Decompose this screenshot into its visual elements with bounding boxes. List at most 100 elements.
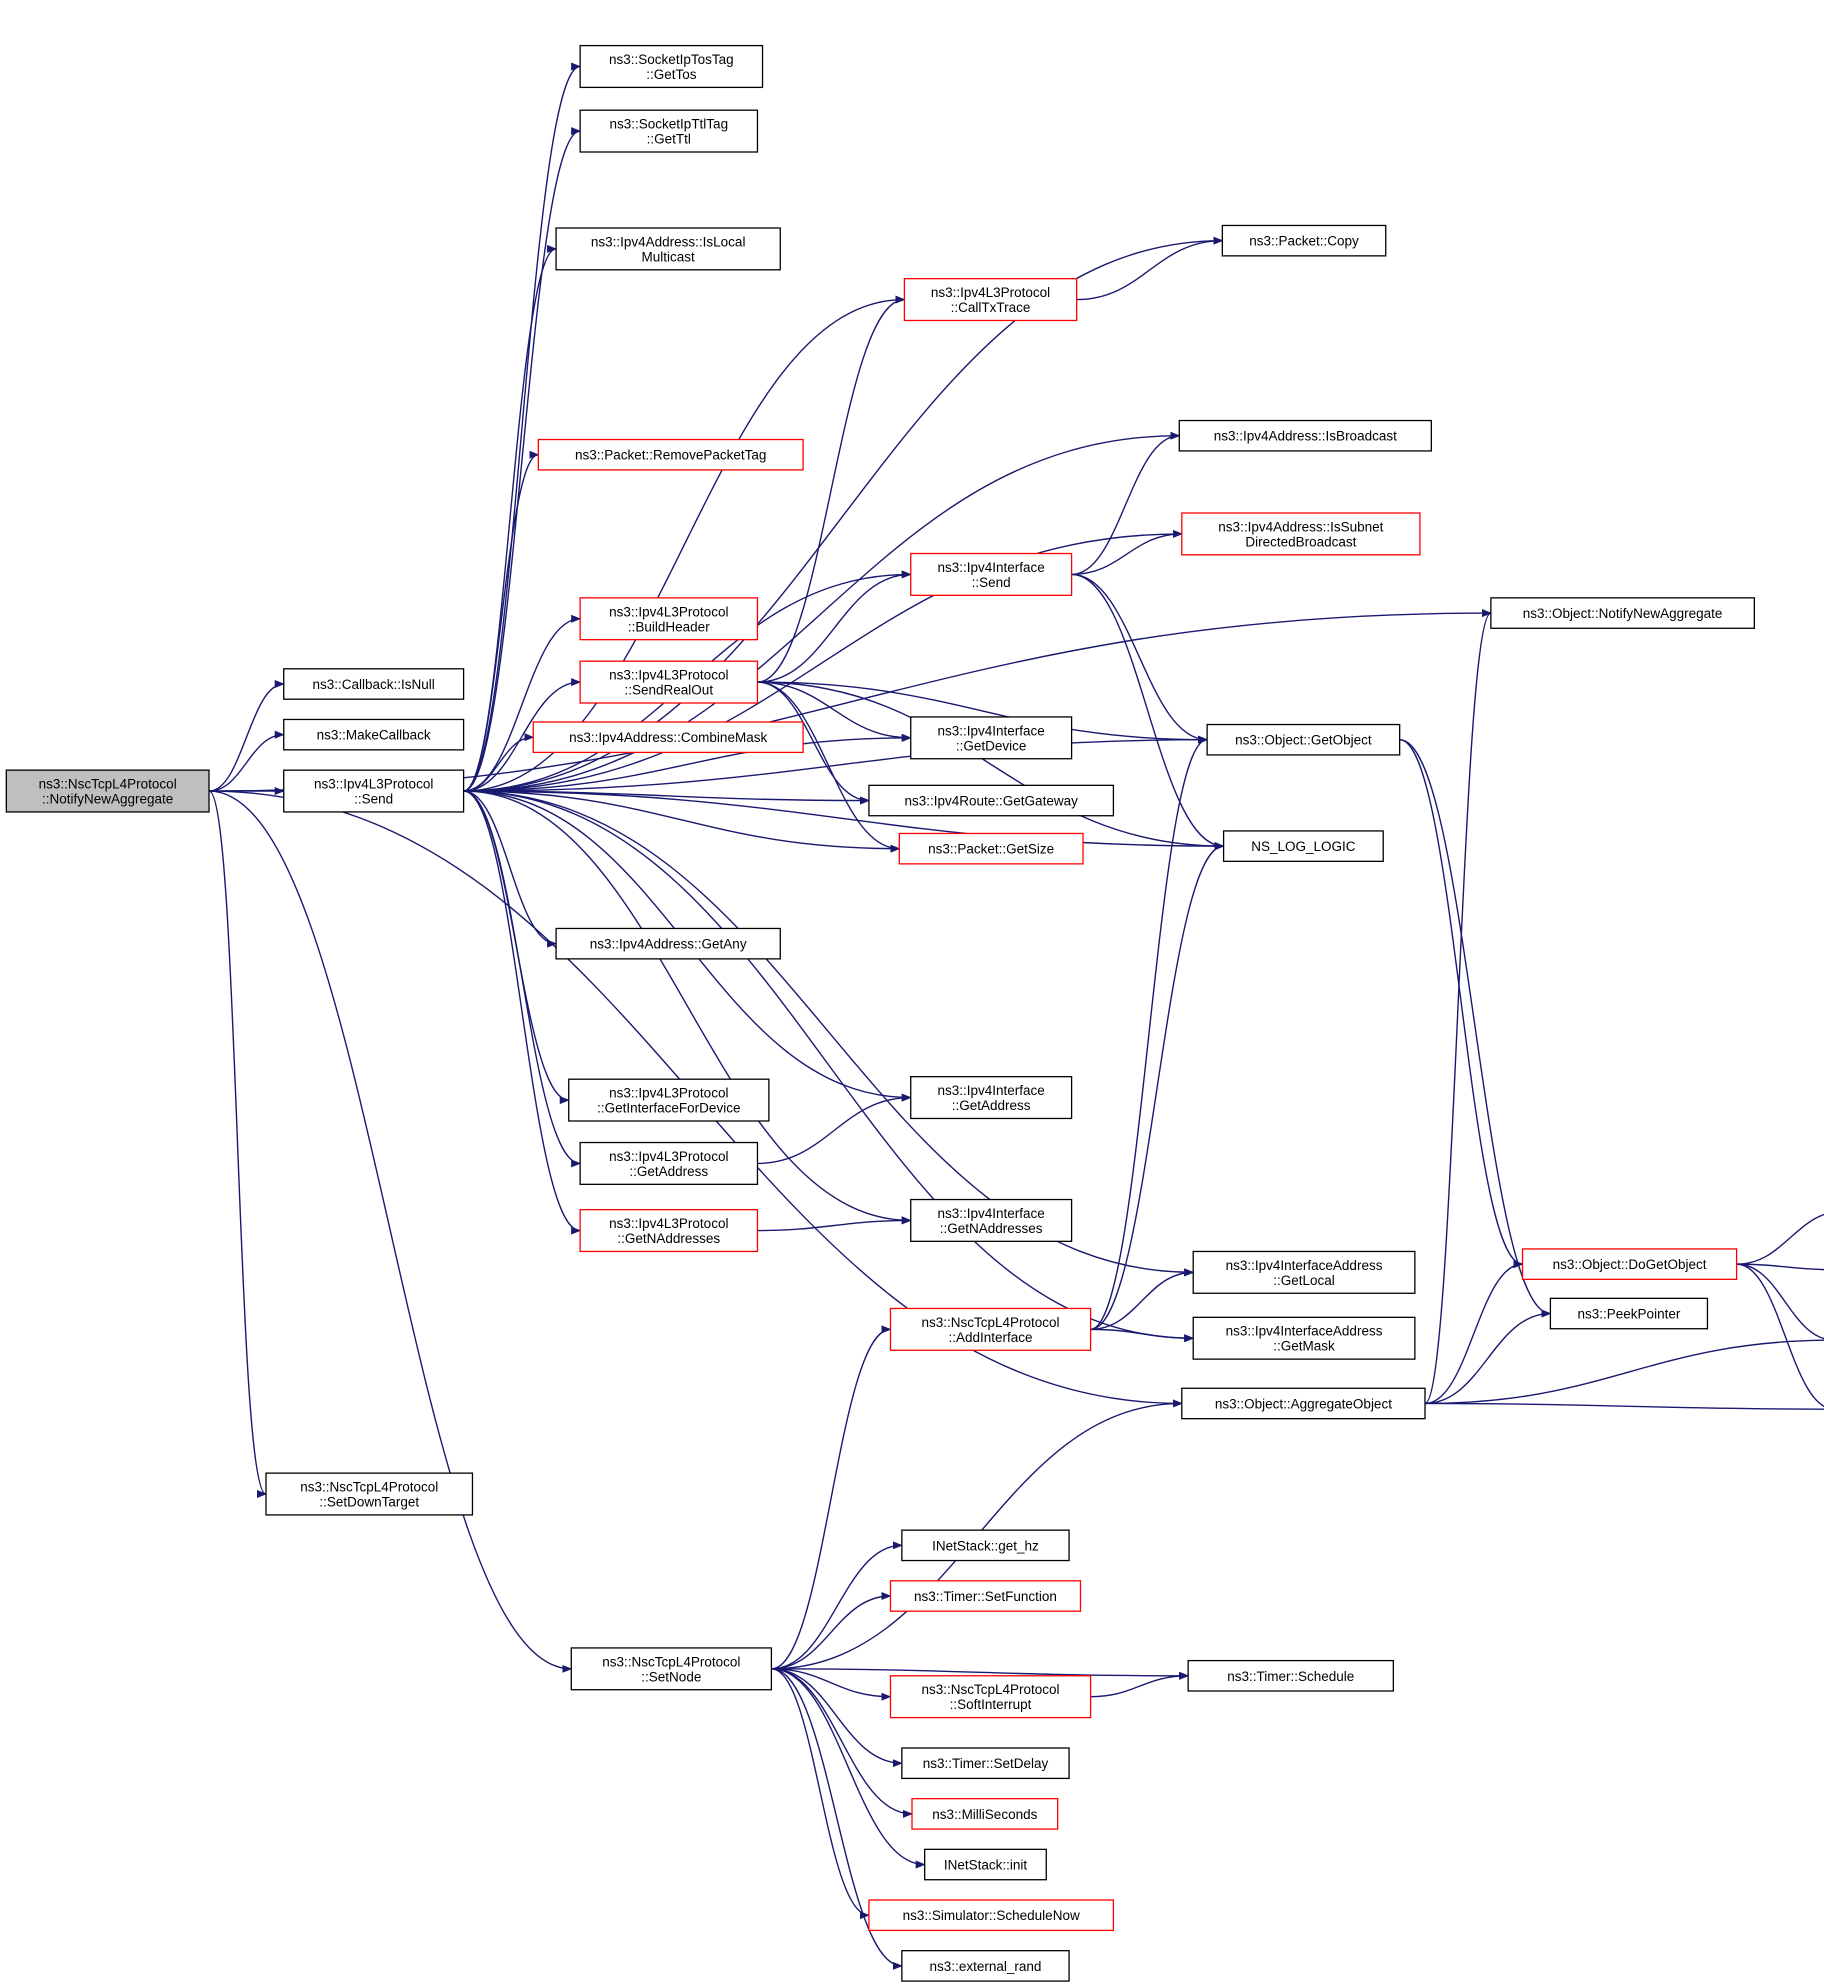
node-label: ns3::Ipv4Address::IsSubnet (1218, 519, 1383, 534)
node-objnotify[interactable]: ns3::Object::NotifyNewAggregate (1490, 597, 1755, 629)
node-label: ns3::Timer::SetDelay (923, 1756, 1049, 1771)
call-edge-l3send-to-getobj (463, 735, 1209, 792)
node-label: ::SendRealOut (625, 683, 714, 698)
node-getdevice[interactable]: ns3::Ipv4Interface::GetDevice (910, 716, 1073, 760)
node-label: ::GetAddress (952, 1098, 1031, 1113)
node-issubnet[interactable]: ns3::Ipv4Address::IsSubnetDirectedBroadc… (1181, 512, 1421, 556)
node-extrand[interactable]: ns3::external_rand (901, 1950, 1070, 1982)
node-isbcast[interactable]: ns3::Ipv4Address::IsBroadcast (1178, 419, 1432, 452)
node-l3getn[interactable]: ns3::Ipv4L3Protocol::GetNAddresses (579, 1209, 759, 1253)
node-setfunc[interactable]: ns3::Timer::SetFunction (889, 1580, 1082, 1612)
node-calltx[interactable]: ns3::Ipv4L3Protocol::CallTxTrace (903, 278, 1078, 322)
node-getifdev[interactable]: ns3::Ipv4L3Protocol::GetInterfaceForDevi… (568, 1078, 770, 1122)
node-label: ::SetNode (641, 1669, 701, 1684)
node-makecb[interactable]: ns3::MakeCallback (283, 718, 465, 751)
node-label: ::GetMask (1273, 1339, 1335, 1354)
node-l3send[interactable]: ns3::Ipv4L3Protocol::Send (283, 769, 465, 813)
node-label: ns3::Ipv4Route::GetGateway (904, 794, 1078, 809)
node-buildhdr[interactable]: ns3::Ipv4L3Protocol::BuildHeader (579, 597, 759, 641)
node-box (910, 1076, 1073, 1120)
function-nodes: ns3::NscTcpL4Protocol::NotifyNewAggregat… (5, 44, 1755, 1982)
node-label: ns3::external_rand (930, 1959, 1042, 1974)
node-ttltag[interactable]: ns3::SocketIpTtlTag::GetTtl (579, 109, 759, 153)
node-box (901, 1747, 1070, 1780)
node-label: ::GetInterfaceForDevice (597, 1101, 740, 1116)
node-box (579, 597, 759, 641)
node-schedule[interactable]: ns3::Timer::Schedule (1187, 1659, 1394, 1692)
node-label: ns3::NscTcpL4Protocol (921, 1315, 1059, 1330)
node-combmask[interactable]: ns3::Ipv4Address::CombineMask (532, 721, 804, 754)
node-addif[interactable]: ns3::NscTcpL4Protocol::AddInterface (889, 1307, 1092, 1351)
call-edge-l3send-to-combmask (463, 733, 535, 792)
call-edge-aggobj-to-dogetobj (1424, 1260, 1524, 1405)
call-edge-setnode-to-extrand (771, 1668, 903, 1970)
node-label: ::Send (972, 575, 1011, 590)
node-label: ns3::Ipv4Address::GetAny (590, 937, 747, 952)
node-label: ::SoftInterrupt (950, 1697, 1032, 1712)
call-edge-sendreal-to-getgw (757, 681, 870, 805)
node-box (283, 769, 465, 813)
node-label: ns3::MilliSeconds (932, 1807, 1037, 1822)
node-aggobj[interactable]: ns3::Object::AggregateObject (1181, 1387, 1426, 1420)
node-box (1221, 224, 1387, 257)
node-getobj[interactable]: ns3::Object::GetObject (1206, 723, 1401, 756)
call-edge-ifsend-to-isbcast (1071, 431, 1181, 576)
node-tostag[interactable]: ns3::SocketIpTosTag::GetTos (579, 44, 764, 89)
node-getsize[interactable]: ns3::Packet::GetSize (898, 832, 1084, 865)
node-root: ns3::NscTcpL4Protocol::NotifyNewAggregat… (5, 769, 210, 813)
call-edge-l3send-to-l3getn (463, 790, 582, 1235)
node-box (1181, 512, 1421, 556)
node-box (868, 1899, 1115, 1932)
node-schednow[interactable]: ns3::Simulator::ScheduleNow (868, 1899, 1115, 1932)
node-getany[interactable]: ns3::Ipv4Address::GetAny (555, 927, 781, 960)
call-edge-dogetobj-to-checkloose (1736, 1263, 1824, 1340)
node-box (5, 769, 210, 813)
node-box (1181, 1387, 1426, 1420)
node-box (1490, 597, 1755, 629)
call-edge-l3send-to-islocalmc (463, 245, 558, 792)
node-box (901, 1529, 1070, 1562)
node-removetag[interactable]: ns3::Packet::RemovePacketTag (537, 438, 804, 471)
node-pktcopy[interactable]: ns3::Packet::Copy (1221, 224, 1387, 257)
node-isnull[interactable]: ns3::Callback::IsNull (283, 668, 465, 700)
node-box (579, 1209, 759, 1253)
call-edge-getobj-to-dogetobj (1399, 739, 1524, 1269)
call-edge-aggobj-to-checkloose (1424, 1339, 1824, 1405)
call-edge-sendreal-to-getobj (757, 681, 1209, 744)
node-box (283, 668, 465, 700)
node-getmask[interactable]: ns3::Ipv4InterfaceAddress::GetMask (1192, 1316, 1416, 1360)
node-gethz[interactable]: INetStack::get_hz (901, 1529, 1070, 1562)
node-ifsend[interactable]: ns3::Ipv4Interface::Send (910, 552, 1073, 596)
node-sendreal[interactable]: ns3::Ipv4L3Protocol::SendRealOut (579, 660, 759, 704)
node-peekptr[interactable]: ns3::PeekPointer (1549, 1297, 1709, 1330)
call-edge-sendreal-to-getdevice (757, 681, 912, 742)
node-box (889, 1580, 1082, 1612)
node-box (555, 927, 781, 960)
node-setnode[interactable]: ns3::NscTcpL4Protocol::SetNode (570, 1647, 773, 1691)
node-ifgetaddr[interactable]: ns3::Ipv4Interface::GetAddress (910, 1076, 1073, 1120)
node-getgw[interactable]: ns3::Ipv4Route::GetGateway (868, 784, 1115, 817)
call-edge-l3send-to-getlocal (463, 790, 1195, 1277)
call-edge-l3send-to-getany (463, 790, 558, 948)
node-ifgetn[interactable]: ns3::Ipv4Interface::GetNAddresses (910, 1198, 1073, 1242)
node-millis[interactable]: ns3::MilliSeconds (911, 1798, 1059, 1830)
call-edge-setnode-to-addif (771, 1325, 892, 1670)
node-setdown[interactable]: ns3::NscTcpL4Protocol::SetDownTarget (265, 1472, 474, 1516)
node-box (265, 1472, 474, 1516)
node-l3getaddr[interactable]: ns3::Ipv4L3Protocol::GetAddress (579, 1141, 759, 1185)
node-init[interactable]: INetStack::init (924, 1848, 1047, 1881)
call-edge-setnode-to-schednow (771, 1668, 870, 1920)
call-edge-sendreal-to-ifsend (757, 570, 912, 683)
node-nslog[interactable]: NS_LOG_LOGIC (1222, 830, 1384, 862)
node-label: ns3::Ipv4Address::CombineMask (569, 730, 767, 745)
node-setdelay[interactable]: ns3::Timer::SetDelay (901, 1747, 1070, 1780)
node-softint[interactable]: ns3::NscTcpL4Protocol::SoftInterrupt (889, 1675, 1092, 1719)
call-edge-setnode-to-gethz (771, 1541, 903, 1670)
node-dogetobj[interactable]: ns3::Object::DoGetObject (1521, 1248, 1738, 1280)
node-box (1178, 419, 1432, 452)
node-label: ns3::Ipv4L3Protocol (609, 668, 728, 683)
call-edge-l3getaddr-to-ifgetaddr (757, 1093, 912, 1165)
call-edge-addif-to-getobj (1090, 735, 1209, 1331)
node-getlocal[interactable]: ns3::Ipv4InterfaceAddress::GetLocal (1192, 1250, 1416, 1294)
